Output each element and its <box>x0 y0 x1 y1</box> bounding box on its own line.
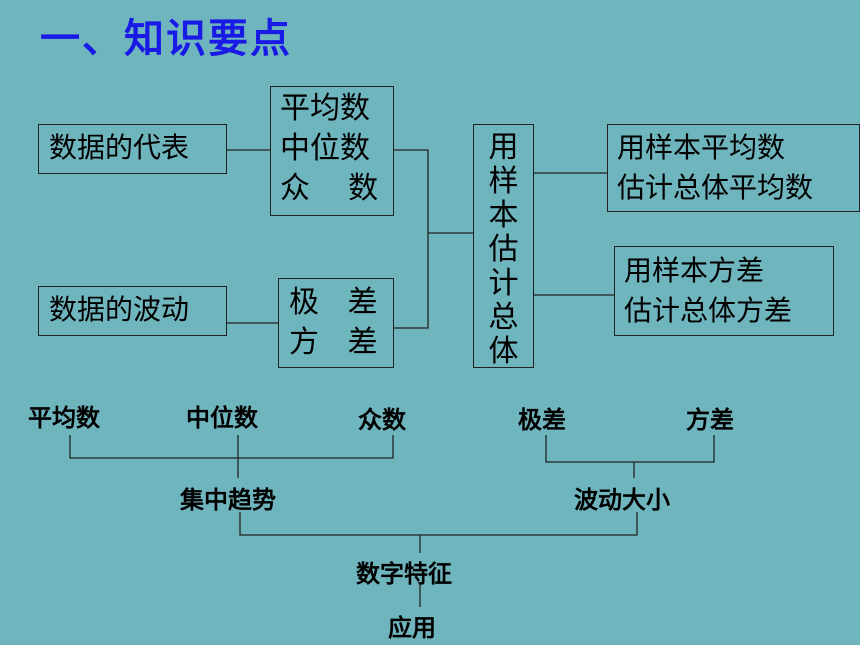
vchar-1: 用 <box>488 130 519 165</box>
tree-central-tendency-label: 集中趋势 <box>180 485 276 514</box>
estimate-variance-line-2: 估计总体方差 <box>624 294 793 327</box>
range-label: 极 差 <box>289 285 378 320</box>
measures-spread-box: 极 差 方 差 <box>278 278 394 368</box>
estimate-variance-box: 用样本方差 估计总体方差 <box>614 246 834 336</box>
estimate-variance-line-1: 用样本方差 <box>624 254 765 287</box>
estimate-mean-box: 用样本平均数 估计总体平均数 <box>607 124 860 212</box>
data-fluctuation-box: 数据的波动 <box>38 286 227 336</box>
tree-mean-label: 平均数 <box>28 403 100 432</box>
tree-range-label: 极差 <box>518 405 566 434</box>
data-fluctuation-label: 数据的波动 <box>49 293 190 326</box>
measures-center-box: 平均数 中位数 众 数 <box>270 86 394 216</box>
vchar-3: 本 <box>488 198 519 233</box>
vchar-7: 体 <box>488 334 519 369</box>
vchar-6: 总 <box>488 300 519 335</box>
tree-mode-label: 众数 <box>358 405 406 434</box>
tree-fluctuation-size-label: 波动大小 <box>574 485 670 514</box>
estimate-population-box: 用 样 本 估 计 总 体 <box>473 124 534 369</box>
data-representative-label: 数据的代表 <box>49 131 190 164</box>
vchar-4: 估 <box>488 232 519 267</box>
tree-application-label: 应用 <box>388 613 436 642</box>
tree-median-label: 中位数 <box>186 403 258 432</box>
mode-label: 众 数 <box>280 171 379 206</box>
page-title: 一、知识要点 <box>40 16 292 62</box>
vchar-5: 计 <box>488 266 519 301</box>
vchar-2: 样 <box>488 164 519 199</box>
tree-numeric-features-label: 数字特征 <box>356 559 452 588</box>
tree-variance-label: 方差 <box>686 405 734 434</box>
mean-label: 平均数 <box>280 91 370 126</box>
variance-label: 方 差 <box>289 325 378 360</box>
data-representative-box: 数据的代表 <box>38 124 227 174</box>
estimate-mean-line-1: 用样本平均数 <box>617 131 786 164</box>
estimate-mean-line-2: 估计总体平均数 <box>617 171 814 204</box>
median-label: 中位数 <box>280 131 370 166</box>
